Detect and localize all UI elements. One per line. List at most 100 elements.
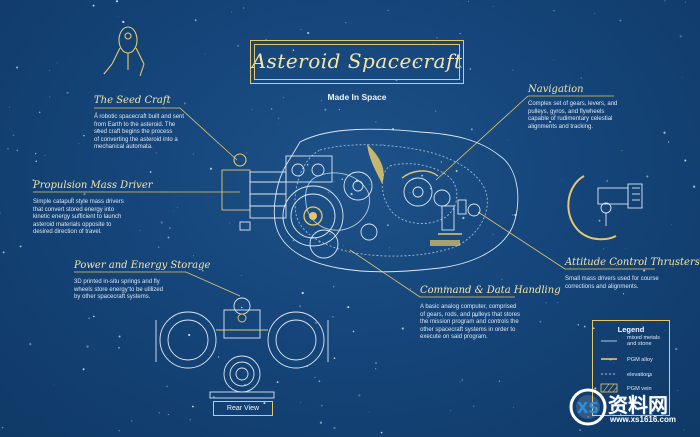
star — [386, 224, 389, 227]
star — [188, 333, 191, 337]
star — [545, 302, 547, 304]
star — [553, 9, 555, 12]
star — [16, 66, 19, 69]
star — [128, 286, 130, 288]
star — [619, 19, 622, 22]
star — [177, 206, 178, 208]
seed-craft-foot-1 — [103, 63, 113, 75]
seed-craft-line: A robotic spacecraft built and sent — [94, 114, 185, 120]
power-line: by other spacecraft systems. — [74, 294, 151, 301]
star — [364, 97, 366, 99]
star — [577, 324, 580, 326]
star — [684, 159, 687, 162]
star — [299, 305, 302, 308]
star — [587, 416, 589, 418]
star — [401, 327, 404, 330]
star — [155, 152, 157, 154]
star — [380, 431, 383, 434]
star — [672, 265, 674, 267]
star — [497, 294, 498, 295]
star — [625, 248, 627, 249]
star — [616, 265, 618, 267]
star — [66, 91, 69, 94]
support-block — [239, 221, 251, 231]
star — [78, 143, 80, 144]
attitude-heading: Attitude Control Thrusters — [565, 257, 700, 268]
power-heading: Power and Energy Storage — [74, 260, 211, 271]
star — [679, 35, 682, 38]
star — [327, 191, 330, 194]
legend-item-label: mixed metals — [627, 335, 660, 341]
star — [492, 233, 494, 235]
star — [118, 430, 121, 432]
star — [552, 59, 554, 61]
navigation-description: Complex set of gears, levers, and pulley… — [528, 101, 643, 131]
navigation-heading: Navigation — [528, 84, 584, 95]
main-gear-inner — [290, 193, 336, 239]
star — [677, 389, 679, 391]
star — [231, 11, 232, 13]
star — [309, 220, 311, 222]
star — [97, 128, 99, 131]
command-description: A basic analog computer, comprised of ge… — [420, 304, 540, 342]
star — [462, 216, 465, 220]
star — [507, 139, 508, 141]
star — [350, 192, 353, 196]
asteroid-outline — [273, 128, 519, 273]
star — [415, 61, 418, 64]
thruster-nozzle — [627, 183, 643, 209]
star — [426, 167, 428, 169]
star — [318, 380, 321, 383]
star — [209, 167, 213, 170]
star — [314, 376, 316, 379]
navigation-line: alignments and tracking. — [528, 123, 594, 130]
pgm-bar — [430, 240, 460, 246]
star — [192, 153, 194, 155]
star — [92, 4, 95, 7]
star — [459, 32, 461, 35]
legend-title: Legend — [617, 325, 645, 334]
star — [664, 0, 666, 2]
star — [461, 379, 463, 381]
star — [606, 180, 608, 182]
legend-item-mixed-metals: mixed metals and stone — [627, 335, 669, 348]
star — [441, 62, 444, 66]
seed-craft-pod — [118, 26, 138, 54]
seed-craft-icon — [103, 26, 247, 167]
star — [32, 179, 35, 182]
star — [450, 410, 451, 411]
star — [35, 160, 37, 163]
mass-driver-frame — [221, 169, 251, 211]
star — [139, 230, 141, 232]
rear-spring-coil-2 — [229, 361, 255, 387]
star — [333, 426, 336, 430]
gear-2-hub — [352, 180, 364, 192]
star — [622, 293, 625, 295]
star — [470, 128, 473, 131]
main-gear — [282, 185, 344, 247]
star — [369, 411, 371, 413]
mass-driver-machine — [221, 155, 333, 231]
star — [71, 197, 74, 200]
star — [646, 175, 649, 178]
star — [338, 108, 341, 111]
star — [663, 131, 666, 134]
propulsion-line: asteroid materials opposite to — [33, 221, 112, 228]
star — [513, 406, 514, 408]
star — [352, 330, 355, 333]
thruster-arc — [567, 175, 617, 241]
watermark-url: www.xs1616.com — [610, 415, 676, 424]
star — [598, 219, 601, 222]
asteroid-gears — [282, 171, 481, 259]
seed-craft-line: mechanical automata. — [94, 144, 153, 151]
star — [549, 121, 551, 123]
asteroid-elevation-2 — [381, 163, 458, 224]
command-leader — [349, 249, 421, 298]
rear-flywheel-left — [159, 311, 217, 369]
star — [429, 187, 432, 190]
star — [621, 149, 623, 152]
star — [115, 0, 119, 3]
star — [292, 49, 295, 52]
star — [172, 329, 174, 331]
star — [332, 285, 335, 288]
